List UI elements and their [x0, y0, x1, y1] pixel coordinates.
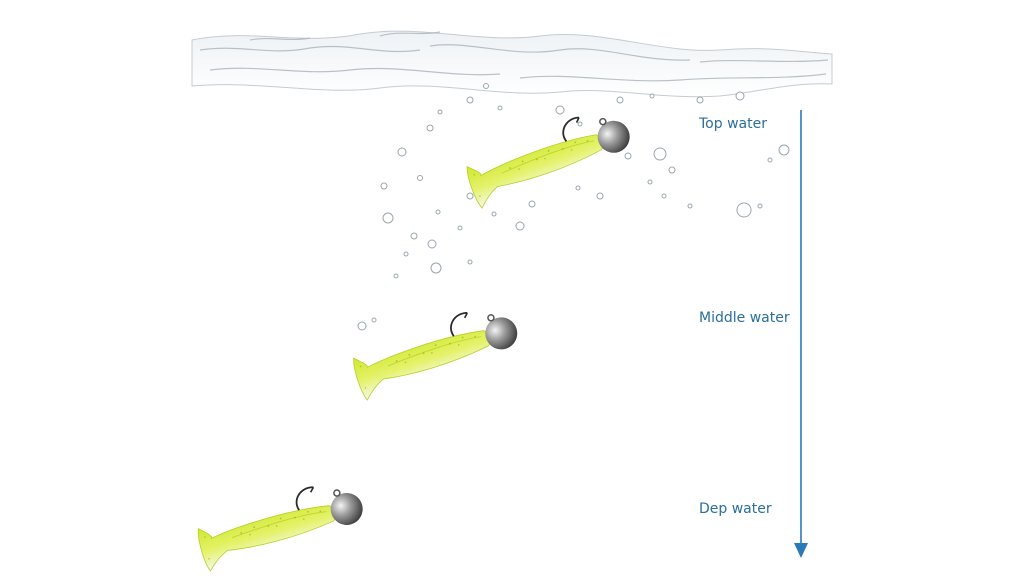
bubbles — [357, 83, 790, 331]
lure-top-water — [460, 101, 638, 211]
depth-label-top-water: Top water — [699, 116, 767, 132]
depth-label-deep-water: Dep water — [699, 501, 772, 517]
down-arrow-icon — [794, 110, 808, 558]
lure-middle-water — [347, 298, 525, 402]
lure-deep-water — [192, 473, 369, 573]
water-surface — [191, 30, 833, 98]
depth-label-middle-water: Middle water — [699, 310, 790, 326]
